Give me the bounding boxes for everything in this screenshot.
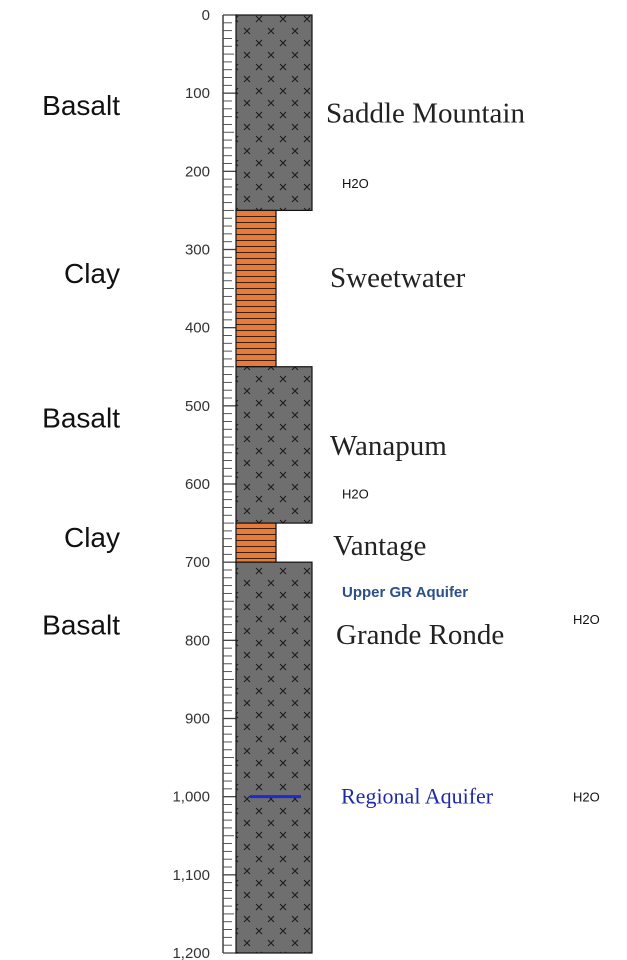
formation-label: Vantage: [333, 530, 426, 562]
depth-tick-label: 500: [185, 398, 210, 415]
formation-labels: Saddle MountainSweetwaterWanapumVantageG…: [326, 98, 525, 651]
depth-tick-label: 200: [185, 163, 210, 180]
basalt-layer: [235, 561, 313, 954]
depth-tick-label: 800: [185, 632, 210, 649]
clay-layer: [235, 522, 277, 563]
lithology-label: Clay: [64, 522, 120, 553]
formation-label: Saddle Mountain: [326, 98, 525, 130]
depth-ruler-ticks: [223, 14, 237, 954]
formation-label: Grande Ronde: [336, 619, 504, 651]
depth-tick-label: 600: [185, 476, 210, 493]
depth-tick-label: 400: [185, 320, 210, 337]
depth-tick-label: 1,100: [172, 867, 210, 884]
basalt-layer: [235, 14, 313, 212]
formation-label: Wanapum: [330, 430, 447, 462]
depth-tick-label: 900: [185, 711, 210, 728]
h2o-label: H2O: [342, 176, 369, 191]
clay-layer: [235, 209, 277, 368]
h2o-label: H2O: [573, 790, 600, 805]
depth-tick-label: 100: [185, 85, 210, 102]
lithology-label: Basalt: [42, 90, 120, 121]
h2o-label: H2O: [342, 486, 369, 501]
depth-tick-label: 0: [202, 7, 210, 24]
lithology-label: Clay: [64, 258, 120, 289]
basalt-layer: [235, 366, 313, 524]
lithology-label: Basalt: [42, 610, 120, 641]
depth-ruler: 0 100 200 300 400 500 600 700 800 900 1,000 1,100 1,…: [172, 7, 237, 960]
h2o-label: H2O: [573, 612, 600, 627]
rock-column: [235, 14, 313, 954]
formation-label: Sweetwater: [330, 262, 466, 294]
depth-tick-label: 700: [185, 554, 210, 571]
depth-tick-label: 1,000: [172, 789, 210, 806]
regional-aquifer-label: Regional Aquifer: [341, 784, 494, 809]
depth-tick-label: 1,200: [172, 945, 210, 960]
water-labels: H2O H2O H2O H2O: [342, 176, 600, 805]
lithology-label: Basalt: [42, 403, 120, 434]
upper-gr-aquifer-label: Upper GR Aquifer: [342, 584, 468, 601]
depth-tick-label: 300: [185, 242, 210, 259]
depth-tick-labels: 0 100 200 300 400 500 600 700 800 900 1,000 1,100 1,…: [172, 7, 210, 960]
